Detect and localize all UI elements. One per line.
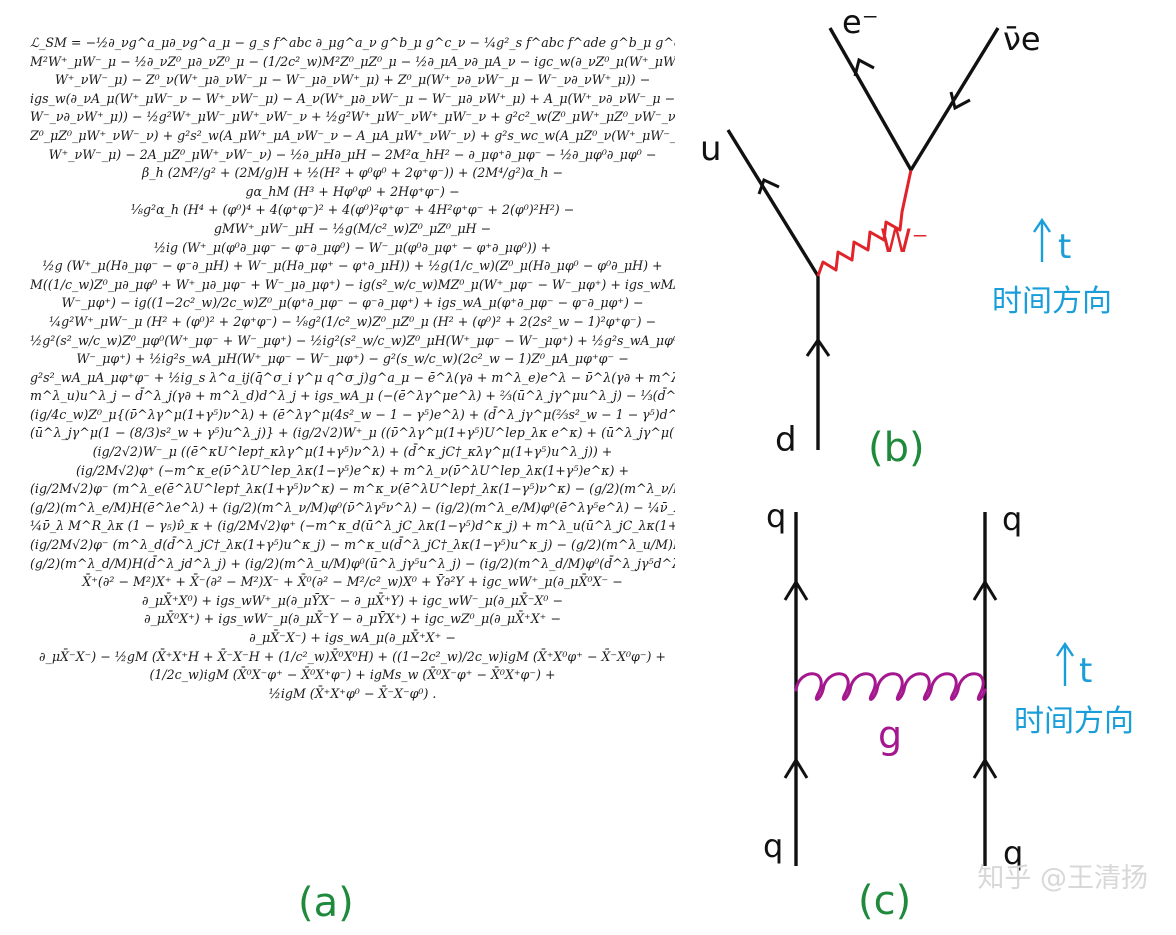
d-quark-arrow [805,337,831,357]
antineutrino-label: ν̄e [1003,20,1041,58]
lagrangian-equation: ℒ_SM = −½∂_νg^a_μ∂_νg^a_μ − g_s f^abc ∂_… [30,34,675,884]
lagrangian-line: ⅛g²α_h (H⁴ + (φ⁰)⁴ + 4(φ⁺φ⁻)² + 4(φ⁰)²φ⁺… [130,202,575,218]
electron-line [828,27,913,171]
antineutrino-arrow [949,91,971,111]
watermark: 知乎 @王清扬 [977,863,1148,894]
lagrangian-line: igs_w(∂_νA_μ(W⁺_μW⁻_ν − W⁺_νW⁻_μ) − A_ν(… [30,90,675,106]
time-caption-b: 时间方向 [992,284,1112,319]
lagrangian-line: gα_hM (H³ + Hφ⁰φ⁰ + 2Hφ⁺φ⁻) − [245,183,460,199]
lagrangian-line: g²s²_wA_μA_μφ⁺φ⁻ + ½ig_s λ^a_ij(q̄^σ_i γ… [30,369,675,385]
panel-b-diagram: d u e⁻ ν̄e W⁻ t 时间方向 [700,3,1112,460]
gluon-line [794,672,987,701]
panel-c-label: (c) [858,878,912,924]
lagrangian-line: (ig/2M√2)φ⁻ (m^λ_d(d̄^λ_jC†_λκ(1+γ⁵)u^κ_… [30,537,675,553]
u-quark-line [726,129,820,277]
lagrangian-line: ½g²(s²_w/c_w)Z⁰_μφ⁰(W⁺_μφ⁻ + W⁻_μφ⁺) − ½… [30,332,675,348]
time-symbol-b: t [1058,227,1071,267]
lagrangian-line: W⁻_μφ⁺) + ½ig²s_wA_μH(W⁺_μφ⁻ − W⁻_μφ⁺) −… [76,351,629,367]
d-quark-label: d [775,420,797,460]
panel-a-label: (a) [298,880,354,926]
left-upper-arrow [783,579,809,601]
time-caption-c: 时间方向 [1014,704,1134,739]
lagrangian-line: (ig/2√2)W⁻_μ ((ē^κU^lep†_κλγ^μ(1+γ⁵)ν^λ)… [92,444,613,460]
lagrangian-line: ¼g²W⁺_μW⁻_μ (H² + (φ⁰)² + 2φ⁺φ⁻) − ⅛g²(1… [48,313,657,329]
panel-c-diagram: q q q q g t 时间方向 [763,497,1134,872]
quark-label-bottom-right: q [1003,834,1023,872]
quark-label-bottom-left: q [763,827,783,865]
lagrangian-line: ∂_μX̄⁻X⁻) + igs_wA_μ(∂_μX̄⁺X⁺ − [249,630,456,645]
gluon-label: g [878,713,902,757]
lagrangian-line: (ig/2M√2)φ⁻ (m^λ_e(ē^λU^lep†_λκ(1+γ⁵)ν^κ… [30,481,675,497]
left-lower-arrow [783,757,809,779]
panel-b-label: (b) [868,425,925,471]
w-boson-line [816,169,913,277]
lagrangian-line: W⁻_ν∂_νW⁺_μ)) − ½g²W⁺_μW⁻_μW⁺_νW⁻_ν + ½g… [30,109,675,125]
lagrangian-line: M((1/c_w)Z⁰_μ∂_μφ⁰ + W⁺_μ∂_μφ⁻ + W⁻_μ∂_μ… [30,276,675,292]
antineutrino-line [909,27,1000,171]
lagrangian-line: (g/2)(m^λ_e/M)H(ē^λe^λ) + (ig/2)(m^λ_ν/M… [30,499,675,515]
lagrangian-line: Z⁰_μZ⁰_μW⁺_νW⁻_ν) + g²s²_w(A_μW⁺_μA_νW⁻_… [30,127,675,143]
lagrangian-line: ½igM (X̄⁺X⁺φ⁰ − X̄⁻X⁻φ⁰) . [268,685,437,701]
lagrangian-line: X̄⁺(∂² − M²)X⁺ + X̄⁻(∂² − M²)X⁻ + X̄⁰(∂²… [82,574,623,590]
lagrangian-line: (1/2c_w)igM (X̄⁰X⁻φ⁺ − X̄⁰X⁺φ⁻) + igMs_w… [149,667,556,683]
lagrangian-line: ½ig (W⁺_μ(φ⁰∂_μφ⁻ − φ⁻∂_μφ⁰) − W⁻_μ(φ⁰∂_… [153,239,552,255]
right-upper-arrow [972,579,998,601]
lagrangian-line: (g/2)(m^λ_d/M)H(d̄^λ_jd^λ_j) + (ig/2)(m^… [30,555,675,571]
lagrangian-line: ∂_μX̄⁰X⁺) + igs_wW⁻_μ(∂_μX̄⁻Y − ∂_μȲX⁺) … [144,611,561,627]
lagrangian-line: W⁺_νW⁻_μ) − 2A_μZ⁰_μW⁺_νW⁻_ν) − ½∂_μH∂_μ… [48,146,657,162]
quark-label-top-right: q [1002,500,1022,538]
quark-label-top-left: q [766,497,786,535]
lagrangian-line: (ū^λ_jγ^μ(1 − (8/3)s²_w + γ⁵)u^λ_j)} + (… [30,425,675,441]
lagrangian-line: W⁺_νW⁻_μ) − Z⁰_ν(W⁺_μ∂_νW⁻_μ − W⁻_μ∂_νW⁺… [54,72,651,88]
w-boson-label: W⁻ [880,222,929,260]
lagrangian-line: (ig/2M√2)φ⁺ (−m^κ_e(ν̄^λU^lep_λκ(1−γ⁵)e^… [75,462,630,478]
lagrangian-line: M²W⁺_μW⁻_μ − ½∂_νZ⁰_μ∂_νZ⁰_μ − (1/2c²_w)… [30,53,675,69]
lagrangian-line: ∂_μX̄⁻X⁻) − ½gM (X̄⁺X⁺H + X̄⁻X⁻H + (1/c²… [39,648,666,664]
lagrangian-line: ½g (W⁺_μ(H∂_μφ⁻ − φ⁻∂_μH) + W⁻_μ(H∂_μφ⁺ … [42,258,663,274]
lagrangian-line: ∂_μX̄⁺X⁰) + igs_wW⁺_μ(∂_μȲX⁻ − ∂_μX̄⁺Y) … [142,592,563,608]
electron-label: e⁻ [842,3,879,41]
lagrangian-line: ℒ_SM = −½∂_νg^a_μ∂_νg^a_μ − g_s f^abc ∂_… [30,35,675,50]
right-lower-arrow [972,757,998,779]
time-symbol-c: t [1079,651,1092,691]
u-quark-label: u [700,129,722,169]
lagrangian-line: (ig/4c_w)Z⁰_μ{(ν̄^λγ^μ(1+γ⁵)ν^λ) + (ē^λγ… [30,406,675,422]
lagrangian-line: ¼ν̄_λ M^R_λκ (1 − γ₅)ν̂_κ + (ig/2M√2)φ⁺ … [30,518,675,534]
electron-arrow [853,57,875,77]
lagrangian-line: m^λ_u)u^λ_j − d̄^λ_j(γ∂ + m^λ_d)d^λ_j + … [30,388,675,404]
lagrangian-line: gMW⁺_μW⁻_μH − ½g(M/c²_w)Z⁰_μZ⁰_μH − [213,220,492,236]
u-quark-arrow [757,177,780,195]
lagrangian-line: β_h (2M²/g² + (2M/g)H + ½(H² + φ⁰φ⁰ + 2φ… [142,165,563,181]
lagrangian-line: W⁻_μφ⁺) − ig((1−2c²_w)/2c_w)Z⁰_μ(φ⁺∂_μφ⁻… [61,295,644,311]
